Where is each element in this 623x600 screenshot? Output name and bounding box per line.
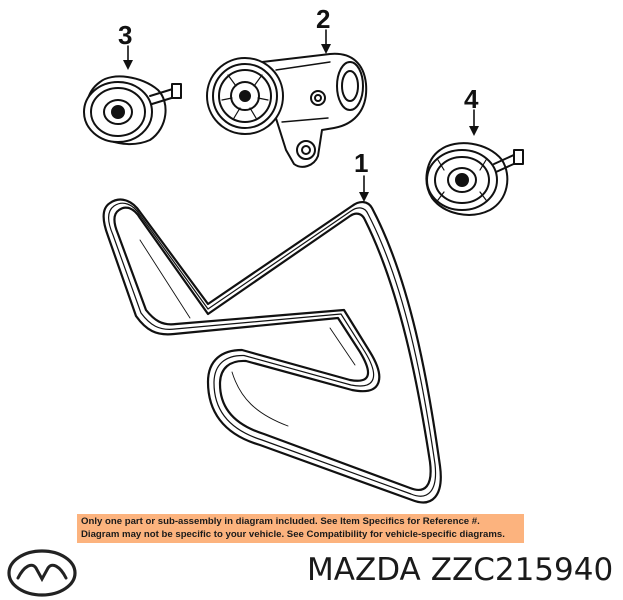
part-number: ZZC215940	[430, 552, 614, 588]
callout-3: 3	[118, 20, 132, 50]
brand-name: MAZDA	[307, 552, 421, 588]
callout-4: 4	[464, 84, 479, 114]
callout-1: 1	[354, 148, 368, 178]
parts-diagram-page: 3 2 4 1 Only one part or sub-assembly in…	[7, 4, 614, 597]
disclaimer-line-1: Only one part or sub-assembly in diagram…	[81, 516, 480, 527]
disclaimer-line-2: Diagram may not be specific to your vehi…	[81, 528, 505, 540]
mazda-logo-icon	[7, 549, 77, 597]
drive-belt	[102, 198, 442, 504]
callout-leaders	[123, 29, 479, 202]
disclaimer-banner: Only one part or sub-assembly in diagram…	[77, 514, 524, 543]
idler-pulley-upper	[83, 75, 182, 145]
callout-2: 2	[316, 4, 330, 34]
belt-tensioner	[206, 52, 368, 168]
idler-pulley-right	[425, 142, 524, 216]
belt-drive-diagram: 3 2 4 1	[83, 4, 524, 504]
